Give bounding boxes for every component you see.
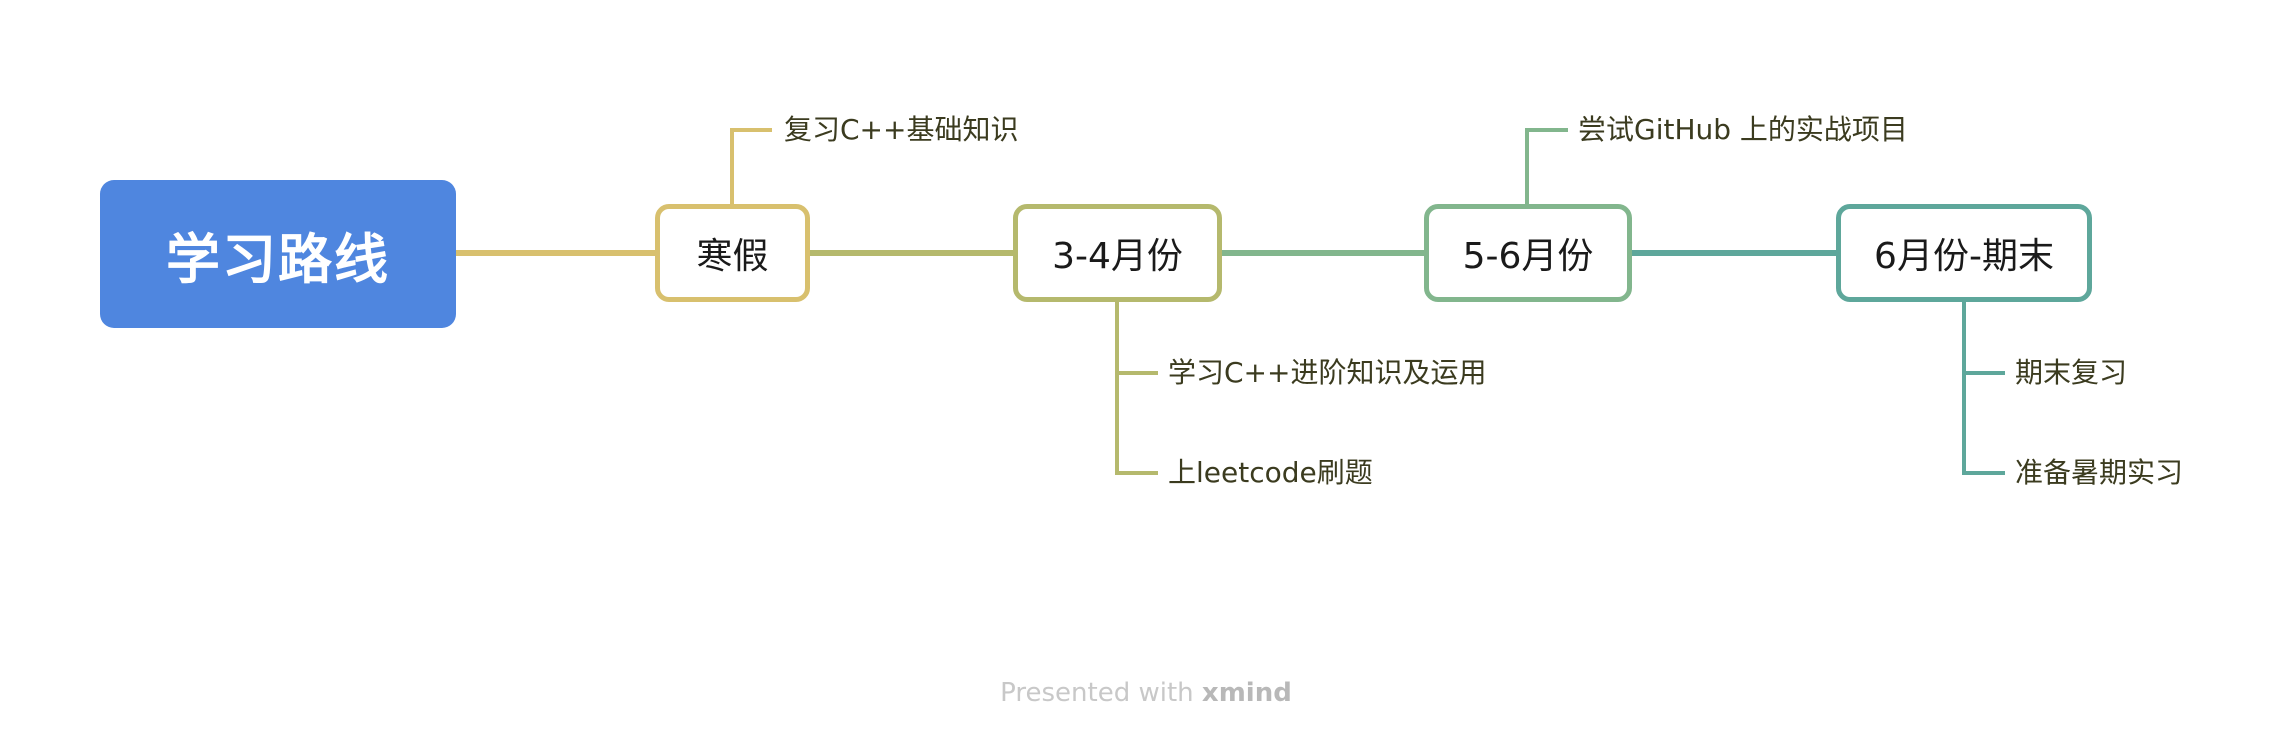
stage-label: 3-4月份 [1052,236,1183,277]
subtopic-review-cpp-basics[interactable]: 复习C++基础知识 [784,113,1019,146]
subtopic-final-review[interactable]: 期末复习 [2015,356,2128,389]
stage-winter[interactable]: 寒假 [655,204,810,302]
subtopic-github-projects[interactable]: 尝试GitHub 上的实战项目 [1578,113,1908,146]
stage-label: 5-6月份 [1462,236,1594,277]
stage-jun-final[interactable]: 6月份-期末 [1836,204,2092,302]
branch-winter-child-1 [730,128,772,204]
branch-may-child-1 [1525,128,1568,204]
subtopic-advanced-cpp[interactable]: 学习C++进阶知识及运用 [1168,356,1487,389]
branch-jun-child-2 [1962,373,2005,475]
footer-credit: Presented with xmind [0,678,2292,708]
root-topic-label: 学习路线 [166,227,390,291]
stage-may-jun[interactable]: 5-6月份 [1424,204,1632,302]
stage-label: 寒假 [696,236,769,277]
branch-mar-child-1 [1115,302,1158,375]
footer-prefix: Presented with [1000,678,1194,708]
stage-mar-apr[interactable]: 3-4月份 [1013,204,1222,302]
stage-label: 6月份-期末 [1874,236,2054,277]
branch-jun-child-1 [1962,302,2005,375]
subtopic-summer-internship[interactable]: 准备暑期实习 [2015,456,2184,489]
branch-mar-child-2 [1115,373,1158,475]
footer-brand: xmind [1201,678,1292,708]
subtopic-leetcode[interactable]: 上leetcode刷题 [1168,456,1373,489]
root-topic[interactable]: 学习路线 [100,180,456,328]
